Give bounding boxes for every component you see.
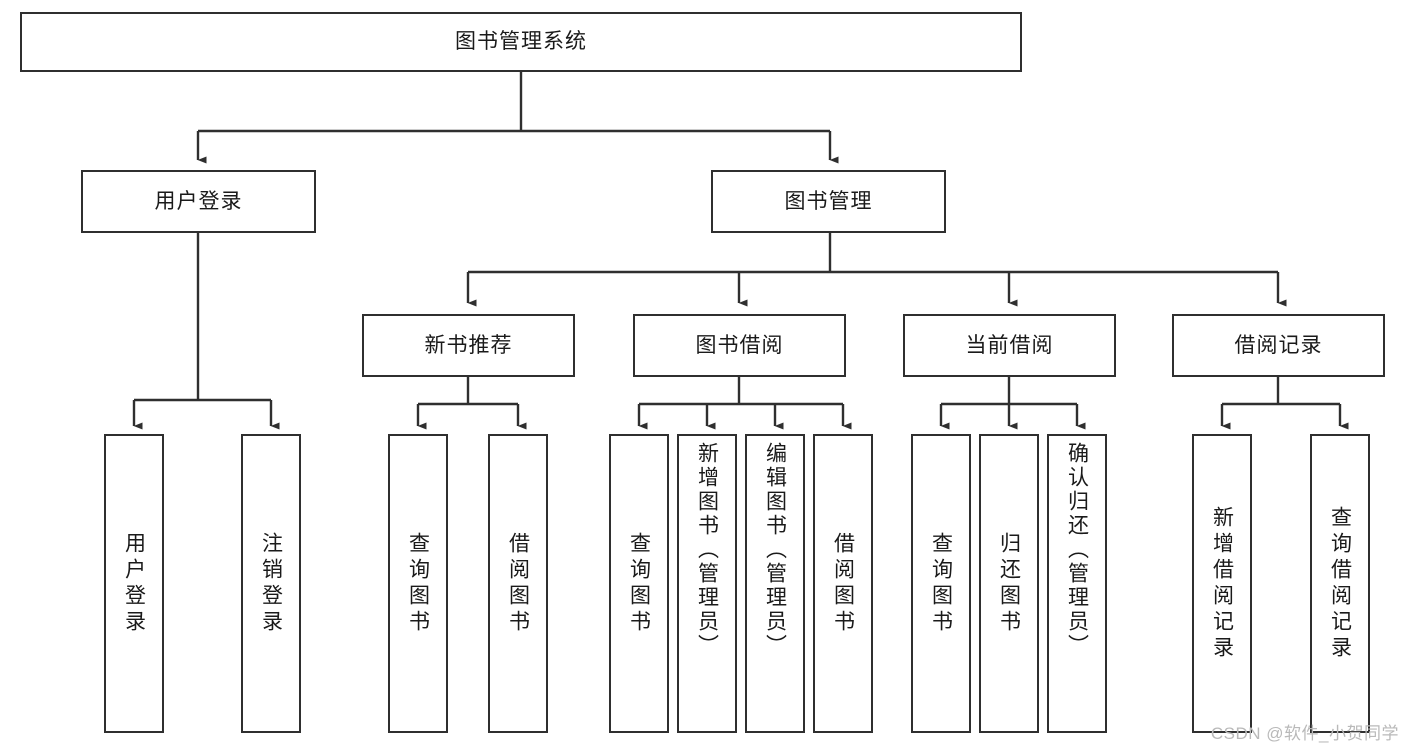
node-label: 用户登录	[122, 531, 146, 636]
node-borrow-records[interactable]: 借阅记录	[1172, 314, 1385, 377]
leaf-borrow-borrow-book[interactable]: 借阅图书	[813, 434, 873, 733]
node-label: 当前借阅	[965, 333, 1054, 357]
leaf-records-add-record[interactable]: 新增借阅记录	[1192, 434, 1252, 733]
node-label: 归还图书	[997, 531, 1021, 636]
watermark-text: CSDN @软件_小贺同学	[1210, 724, 1399, 743]
node-label: 注销登录	[259, 531, 283, 636]
node-label: 查询图书	[929, 531, 953, 636]
leaf-newbook-borrow-book[interactable]: 借阅图书	[488, 434, 548, 733]
node-user-login[interactable]: 用户登录	[81, 170, 316, 233]
node-label: 确认归还（管理员）	[1065, 442, 1089, 658]
node-label: 编辑图书（管理员）	[763, 442, 787, 658]
leaf-borrow-add-book-admin[interactable]: 新增图书（管理员）	[677, 434, 737, 733]
leaf-borrow-query-book[interactable]: 查询图书	[609, 434, 669, 733]
leaf-newbook-query-book[interactable]: 查询图书	[388, 434, 448, 733]
node-label: 查询图书	[406, 531, 430, 636]
node-label: 新增图书（管理员）	[695, 442, 719, 658]
leaf-user-login-signin[interactable]: 用户登录	[104, 434, 164, 733]
node-label: 图书借阅	[695, 333, 784, 357]
leaf-records-query-record[interactable]: 查询借阅记录	[1310, 434, 1370, 733]
node-book-borrow[interactable]: 图书借阅	[633, 314, 846, 377]
node-label: 借阅图书	[506, 531, 530, 636]
leaf-user-login-signout[interactable]: 注销登录	[241, 434, 301, 733]
node-label: 查询图书	[627, 531, 651, 636]
node-label: 查询借阅记录	[1328, 505, 1352, 662]
node-root-system[interactable]: 图书管理系统	[20, 12, 1022, 72]
leaf-current-query-book[interactable]: 查询图书	[911, 434, 971, 733]
leaf-current-return-book[interactable]: 归还图书	[979, 434, 1039, 733]
node-current-borrow[interactable]: 当前借阅	[903, 314, 1116, 377]
leaf-borrow-edit-book-admin[interactable]: 编辑图书（管理员）	[745, 434, 805, 733]
node-label: 借阅图书	[831, 531, 855, 636]
node-book-management[interactable]: 图书管理	[711, 170, 946, 233]
node-label: 新书推荐	[424, 333, 513, 357]
node-label: 用户登录	[154, 189, 243, 213]
node-label: 图书管理系统	[455, 30, 587, 54]
node-label: 图书管理	[784, 189, 873, 213]
node-new-book-recommend[interactable]: 新书推荐	[362, 314, 575, 377]
node-label: 借阅记录	[1234, 333, 1323, 357]
leaf-current-confirm-return-admin[interactable]: 确认归还（管理员）	[1047, 434, 1107, 733]
node-label: 新增借阅记录	[1210, 505, 1234, 662]
